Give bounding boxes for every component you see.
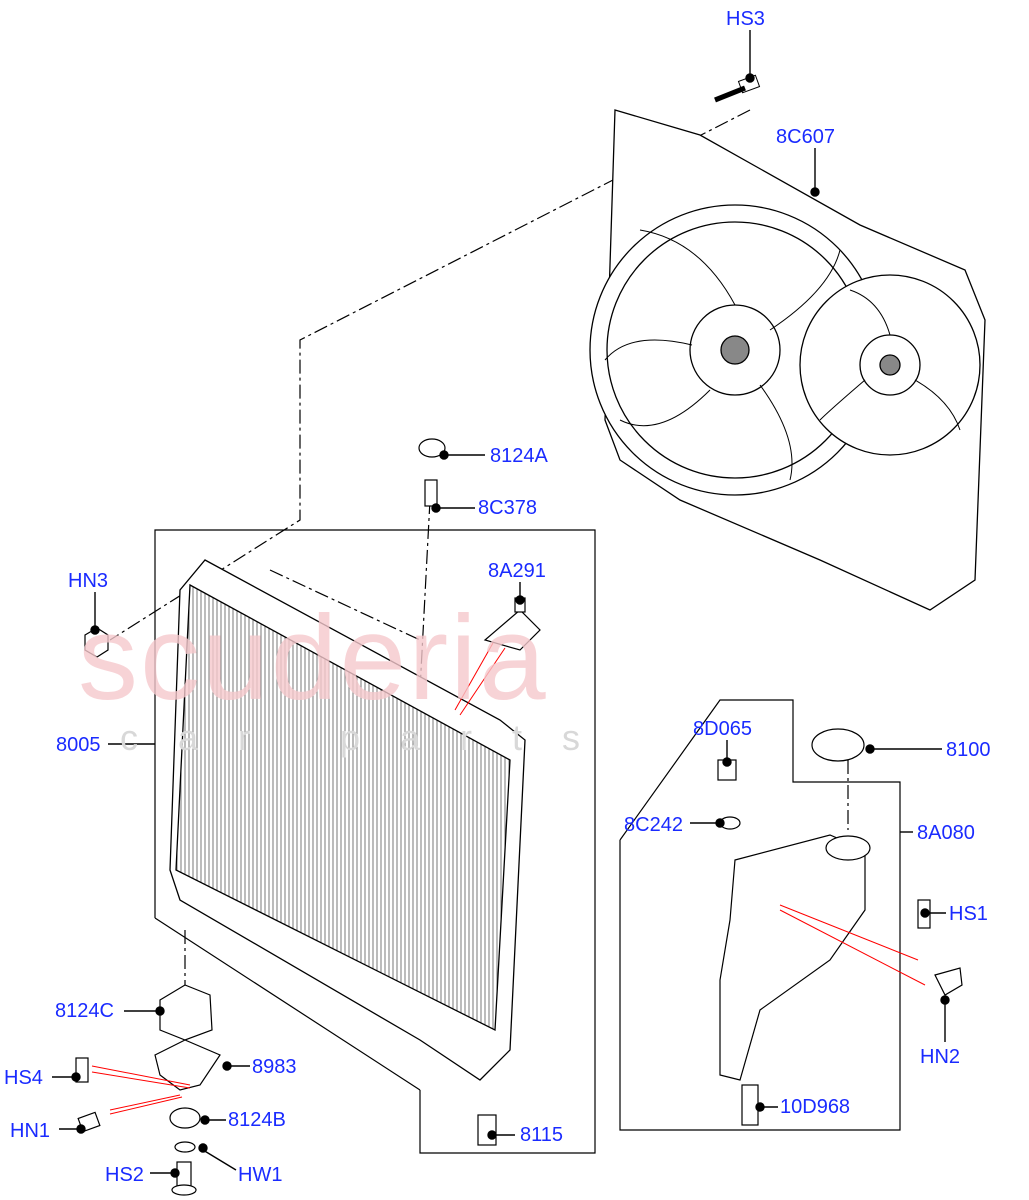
radiator-group-outline	[154, 529, 596, 1154]
reservoir-8A080	[719, 834, 866, 1081]
washer-HW1	[174, 1141, 196, 1153]
plug-8124A	[418, 438, 446, 458]
leader-lines	[52, 30, 950, 1178]
washer-8124B	[169, 1107, 201, 1129]
label-8A291[interactable]: 8A291	[488, 560, 546, 582]
label-8D065[interactable]: 8D065	[693, 718, 752, 740]
label-8124C[interactable]: 8124C	[55, 1000, 114, 1022]
radiator-8005	[169, 559, 526, 1081]
highlight-lines	[91, 642, 926, 1115]
label-HN2[interactable]: HN2	[920, 1046, 961, 1068]
label-HN1[interactable]: HN1	[10, 1120, 51, 1142]
sensor-10D968	[741, 1084, 759, 1126]
label-8C242[interactable]: 8C242	[624, 814, 683, 836]
label-HW1[interactable]: HW1	[238, 1164, 283, 1186]
label-8005[interactable]: 8005	[56, 734, 101, 756]
label-8C607[interactable]: 8C607	[776, 126, 835, 148]
fan-shroud-8C607	[589, 109, 986, 611]
bracket-8983	[154, 1039, 221, 1091]
mount-8115	[477, 1114, 497, 1146]
reservoir-group-outline	[619, 699, 901, 1131]
label-8124A[interactable]: 8124A	[490, 445, 548, 467]
label-8983[interactable]: 8983	[252, 1056, 297, 1078]
label-HS1[interactable]: HS1	[949, 903, 988, 925]
mount-8124C	[159, 984, 213, 1041]
label-8124B[interactable]: 8124B	[228, 1109, 286, 1131]
clip-HN2	[934, 967, 963, 996]
label-HS3[interactable]: HS3	[726, 8, 765, 30]
cap-8100	[811, 728, 865, 762]
label-8C378[interactable]: 8C378	[478, 497, 537, 519]
label-HS2[interactable]: HS2	[105, 1164, 144, 1186]
label-10D968[interactable]: 10D968	[780, 1096, 851, 1118]
clip-8C378	[424, 479, 438, 507]
label-8115[interactable]: 8115	[520, 1124, 564, 1146]
label-8A080[interactable]: 8A080	[917, 822, 975, 844]
label-HS4[interactable]: HS4	[4, 1067, 43, 1089]
bracket-8A291	[483, 609, 541, 651]
label-8100[interactable]: 8100	[946, 739, 991, 761]
label-HN3[interactable]: HN3	[68, 570, 109, 592]
